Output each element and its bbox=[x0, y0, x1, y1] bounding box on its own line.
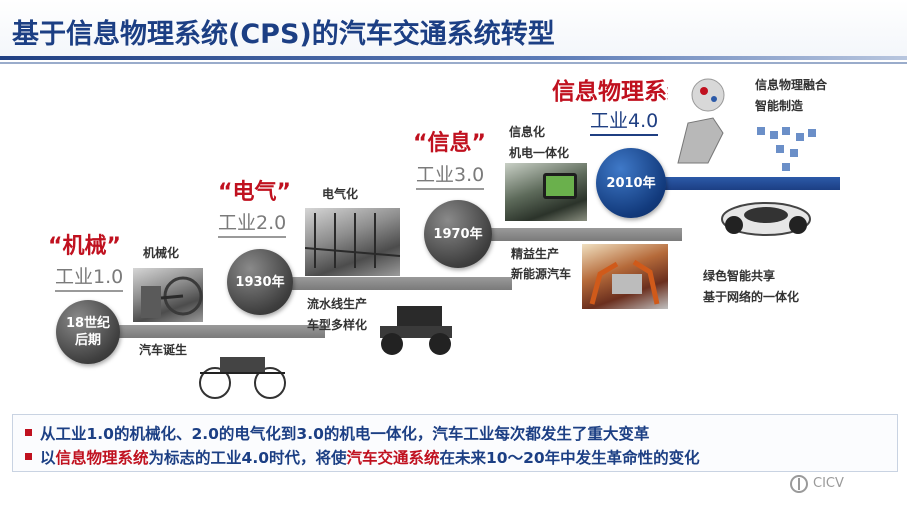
stage1-year: 18世纪 后期 bbox=[65, 316, 111, 348]
stage3-label-bottom-1: 精益生产 bbox=[511, 247, 560, 261]
title-rule-secondary bbox=[0, 62, 907, 64]
bullet-2: 以信息物理系统为标志的工业4.0时代，将使汽车交通系统在未来10～20年中发生革… bbox=[25, 446, 700, 468]
timeline-bar-stage3 bbox=[460, 228, 682, 241]
model-t-car-photo bbox=[372, 296, 460, 358]
stage4-label-top-2: 智能制造 bbox=[755, 99, 804, 113]
timeline-bar-stage1 bbox=[90, 325, 325, 338]
summary-box: 从工业1.0的机械化、2.0的电气化到3.0的机电一体化，汽车工业每次都发生了重… bbox=[12, 414, 898, 472]
page-title: 基于信息物理系统(CPS)的汽车交通系统转型 bbox=[12, 19, 555, 50]
stage2-label-bottom-2: 车型多样化 bbox=[307, 318, 368, 332]
bullet-2-part1: 以 bbox=[40, 449, 56, 467]
era-label-mechanical: “机械” bbox=[48, 234, 121, 259]
stage4-circle: 2010年 bbox=[596, 148, 666, 218]
stage2-label-top: 电气化 bbox=[322, 187, 359, 201]
stage4-label-top-1: 信息物理融合 bbox=[755, 78, 828, 92]
bullet-1: 从工业1.0的机械化、2.0的电气化到3.0的机电一体化，汽车工业每次都发生了重… bbox=[25, 422, 649, 444]
industry-label-1: 工业1.0 bbox=[55, 262, 124, 292]
logo-text: CICV bbox=[813, 476, 844, 491]
stage3-label-top-1: 信息化 bbox=[509, 125, 546, 139]
timeline-bar-stage4 bbox=[640, 177, 840, 190]
bullet-2-part3: 为标志的工业4.0时代，将使 bbox=[148, 449, 347, 467]
cicv-logo: CICV bbox=[789, 474, 855, 494]
stage1-label-bottom: 汽车诞生 bbox=[139, 343, 188, 357]
stage3-circle: 1970年 bbox=[424, 200, 492, 268]
title-bar: 基于信息物理系统(CPS)的汽车交通系统转型 bbox=[0, 0, 907, 58]
assembly-line-photo bbox=[505, 163, 587, 221]
era-label-information: “信息” bbox=[413, 131, 486, 156]
stage3-label-top-2: 机电一体化 bbox=[509, 146, 570, 160]
robot-hand-photo bbox=[668, 73, 738, 168]
bullet-marker bbox=[25, 453, 32, 460]
bullet-2-part5: 在未来10～20年中发生革命性的变化 bbox=[439, 449, 700, 467]
timeline-bar-stage2 bbox=[262, 277, 512, 290]
early-car-photo bbox=[190, 345, 295, 400]
stage2-label-bottom-1: 流水线生产 bbox=[307, 297, 368, 311]
factory-photo bbox=[305, 208, 400, 276]
industry-label-4: 工业4.0 bbox=[590, 106, 659, 136]
bullet-1-text: 从工业1.0的机械化、2.0的电气化到3.0的机电一体化，汽车工业每次都发生了重… bbox=[40, 425, 650, 443]
industry-label-2: 工业2.0 bbox=[218, 208, 287, 238]
concept-car-photo bbox=[716, 193, 816, 243]
industry-label-3: 工业3.0 bbox=[416, 160, 485, 190]
stage4-label-bottom-2: 基于网络的一体化 bbox=[703, 290, 800, 304]
stage3-year: 1970年 bbox=[433, 226, 483, 242]
stage2-circle: 1930年 bbox=[227, 249, 293, 315]
stage4-label-bottom-1: 绿色智能共享 bbox=[703, 269, 776, 283]
data-cloud-icon bbox=[752, 123, 822, 178]
stage2-year: 1930年 bbox=[235, 274, 285, 290]
era-label-electric: “电气” bbox=[218, 180, 291, 205]
era-label-cps: 信息物理系统 bbox=[552, 79, 690, 105]
stage1-circle: 18世纪 后期 bbox=[56, 300, 120, 364]
bullet-2-highlight-traffic: 汽车交通系统 bbox=[346, 449, 440, 467]
robot-factory-photo bbox=[582, 244, 668, 309]
stage3-label-bottom-2: 新能源汽车 bbox=[511, 267, 572, 281]
stage4-year: 2010年 bbox=[606, 175, 656, 191]
bullet-2-highlight-cps: 信息物理系统 bbox=[55, 449, 149, 467]
bullet-marker bbox=[25, 429, 32, 436]
stage1-label-top: 机械化 bbox=[143, 246, 180, 260]
title-rule bbox=[0, 56, 907, 60]
steam-engine-photo bbox=[133, 268, 203, 322]
